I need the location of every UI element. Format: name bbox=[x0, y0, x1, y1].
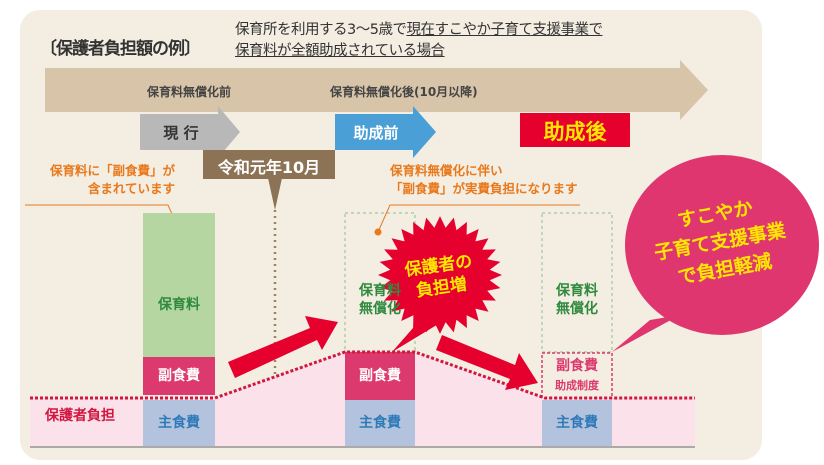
post-fee: 保育料無償化 bbox=[542, 282, 612, 318]
timeline-after-label: 保育料無償化後(10月以降) bbox=[330, 85, 478, 99]
pre-subsidy-arrow bbox=[335, 106, 436, 158]
date-box bbox=[203, 150, 335, 179]
annotation-right: 保育料無償化に伴い 「副食費」が実費負担になります bbox=[390, 162, 578, 198]
increase-arrow bbox=[228, 316, 338, 378]
post-side-dish: 副食費 bbox=[556, 358, 598, 374]
annotation-right-2: 「副食費」が実費負担になります bbox=[390, 181, 578, 196]
subtitle: 保育所を利用する3〜5歳で現在すこやか子育て支援事業で 保育料が全額助成されてい… bbox=[235, 20, 603, 62]
burden-line bbox=[30, 350, 695, 400]
pre-fee-2: 無償化 bbox=[359, 301, 401, 317]
bubble-shape bbox=[625, 155, 819, 335]
starburst bbox=[378, 216, 502, 334]
timeline-arrow bbox=[45, 60, 708, 120]
post-subsidy: 助成制度 bbox=[555, 379, 599, 392]
burst-tail bbox=[392, 320, 445, 352]
current-arrow bbox=[140, 106, 240, 158]
subtitle-text: 保育所を利用する3〜5歳で bbox=[235, 22, 407, 38]
stage-current: 現 行 bbox=[163, 124, 199, 142]
timeline-before-label: 保育料無償化前 bbox=[147, 85, 232, 99]
burden-label: 保護者負担 bbox=[45, 408, 115, 424]
decrease-arrow bbox=[436, 335, 538, 390]
subtitle-line2: 保育料が全額助成されている場合 bbox=[235, 43, 445, 59]
pre-fee: 保育料無償化 bbox=[345, 282, 415, 318]
post-fee-2: 無償化 bbox=[556, 301, 598, 317]
current-fee: 保育料 bbox=[158, 297, 200, 313]
pre-fee-1: 保育料 bbox=[359, 283, 401, 299]
post-staple: 主食費 bbox=[556, 415, 598, 431]
date-marker: 令和元年10月 bbox=[217, 158, 321, 177]
pre-side-dish: 副食費 bbox=[359, 368, 401, 384]
annotation-left-1: 保育料に「副食費」が bbox=[49, 163, 175, 178]
current-staple: 主食費 bbox=[158, 415, 200, 431]
bubble-tail bbox=[612, 315, 680, 352]
annotation-left: 保育料に「副食費」が 含まれています bbox=[35, 162, 175, 198]
annotation-line-right bbox=[377, 204, 580, 233]
stage-post-subsidy: 助成後 bbox=[543, 120, 607, 144]
subtitle-underlined: 現在すこやか子育て支援事業で bbox=[406, 22, 603, 38]
post-fee-1: 保育料 bbox=[556, 283, 598, 299]
pre-staple: 主食費 bbox=[359, 415, 401, 431]
section-title: 〔保護者負担額の例〕 bbox=[40, 39, 201, 59]
burst-shape bbox=[378, 216, 502, 334]
annotation-left-2: 含まれています bbox=[87, 181, 175, 196]
post-subsidy-box bbox=[520, 113, 630, 147]
annotation-right-1: 保育料無償化に伴い bbox=[390, 163, 503, 178]
stage-pre-subsidy: 助成前 bbox=[353, 124, 399, 142]
current-side-dish: 副食費 bbox=[158, 368, 200, 384]
